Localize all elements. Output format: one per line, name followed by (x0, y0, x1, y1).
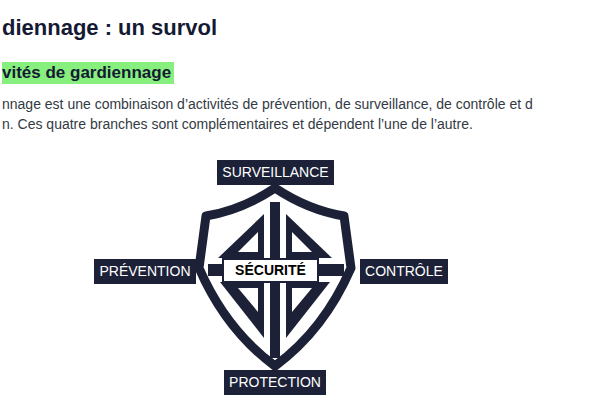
page-title: diennage : un survol (2, 15, 217, 41)
quadrant-inner (238, 232, 258, 252)
shield-outline (199, 188, 351, 366)
node-label: SURVEILLANCE (222, 164, 328, 181)
center-box: SÉCURITÉ (222, 258, 319, 283)
section-heading: vités de gardiennage (2, 62, 174, 84)
body-text: nnage est une combinaison d’activités de… (2, 96, 533, 113)
node-label: SÉCURITÉ (235, 262, 306, 279)
branch-box: PROTECTION (224, 370, 326, 395)
quadrant-mark (218, 214, 264, 258)
node-label: PRÉVENTION (99, 263, 190, 280)
branch-box: CONTRÔLE (360, 259, 448, 284)
node-label: CONTRÔLE (365, 263, 443, 280)
shield-quadrants (218, 214, 332, 338)
body-text: n. Ces quatre branches sont complémentai… (2, 116, 473, 133)
quadrant-inner (238, 288, 258, 312)
branch-box: SURVEILLANCE (217, 160, 334, 185)
quadrant-mark (286, 214, 332, 258)
node-label: PROTECTION (229, 374, 321, 391)
quadrant-inner (292, 232, 312, 252)
quadrant-mark (220, 282, 264, 338)
quadrant-inner (292, 288, 312, 312)
branch-box: PRÉVENTION (94, 259, 196, 284)
quadrant-mark (286, 282, 330, 338)
